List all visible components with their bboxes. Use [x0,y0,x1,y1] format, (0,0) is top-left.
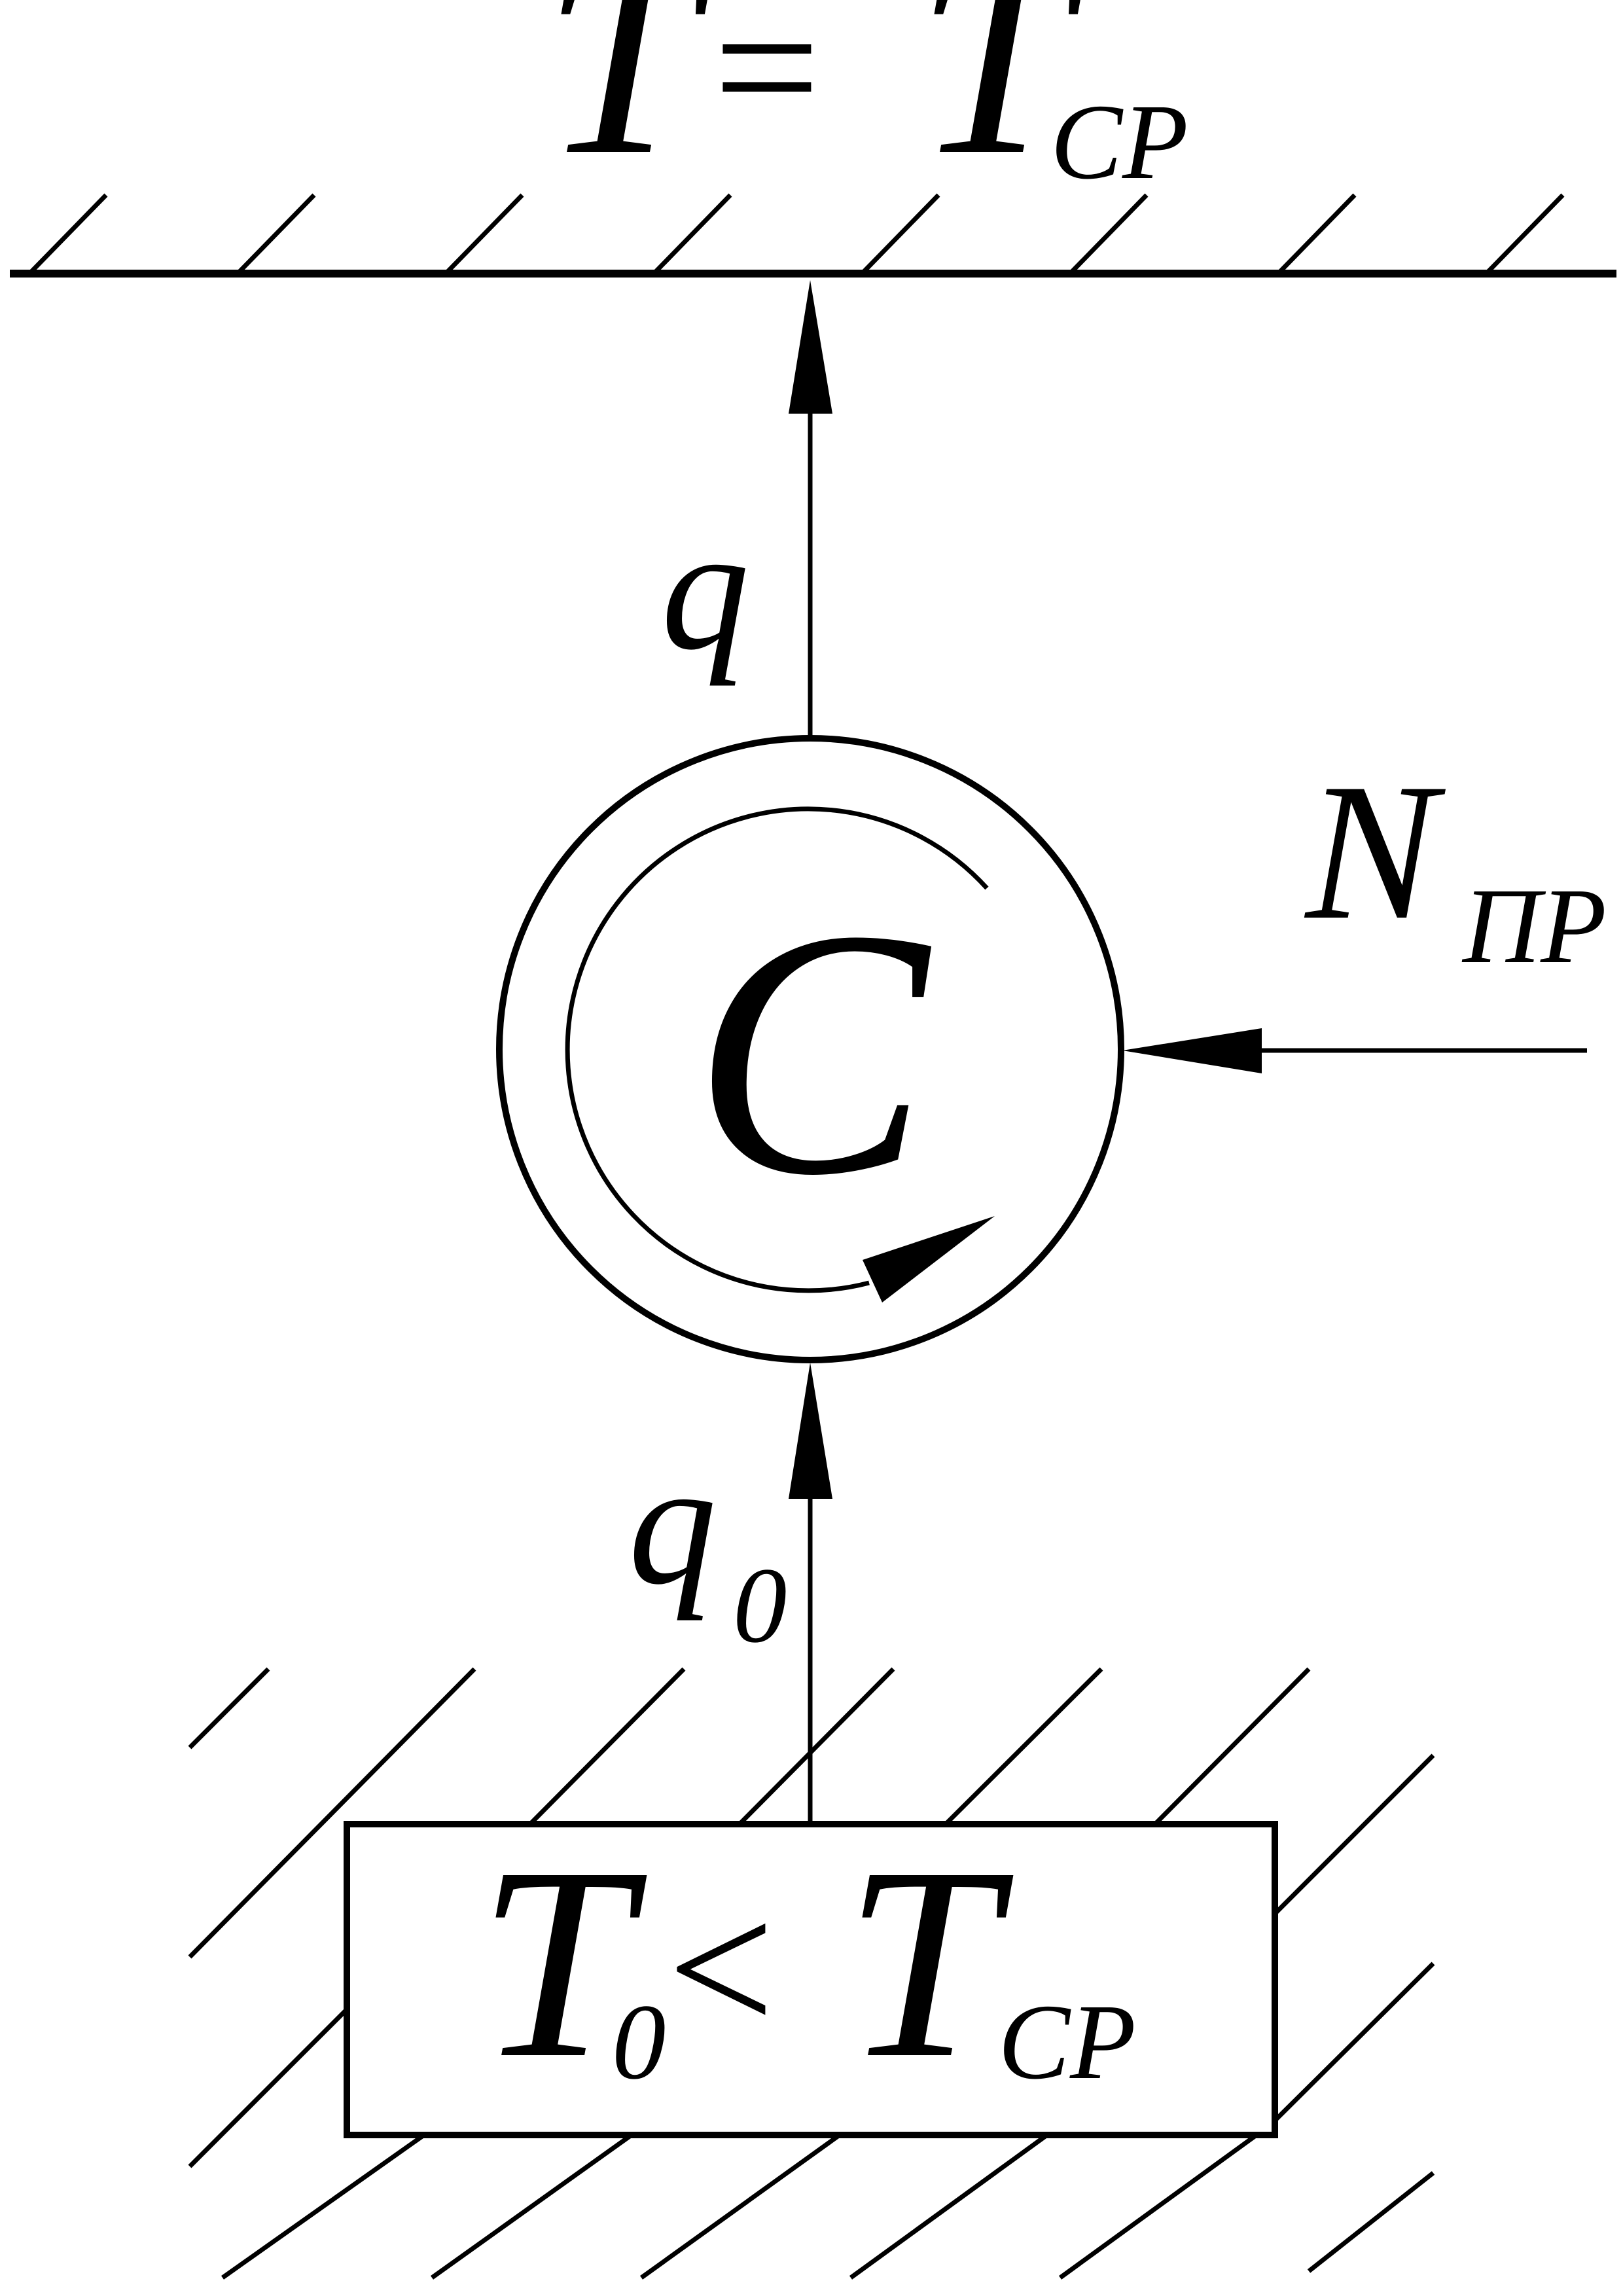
power-input-subscript: ПР [1461,866,1607,986]
bottom-tcp-symbol: T [844,1810,1016,2115]
top-equals-sign: = [713,0,821,172]
top-tcp-symbol: T [916,0,1088,211]
top-tcp-subscript: CP [1050,82,1188,202]
power-input-label: N ПР [1302,743,1607,986]
power-input-symbol: N [1302,743,1446,960]
cold-source-box [344,1821,1278,2138]
heat-flow-out-arrow [789,280,832,736]
heat-flow-out-arrowhead [789,280,832,414]
system-outer-circle [496,735,1124,1363]
top-wall [10,193,1616,278]
system-node: C [496,735,1124,1363]
bottom-less-than-sign: < [668,1863,775,2073]
power-input-arrow [1122,1028,1587,1073]
heat-flow-in-arrow [789,1363,832,1824]
bottom-tcp-subscript: CP [998,1982,1136,2102]
heat-flow-out-label: q [661,491,749,687]
bottom-condition-label: T 0 < T CP [478,1810,1136,2115]
top-condition-label: T = T CP [543,0,1188,211]
bottom-hatching [188,1667,1435,2280]
heat-flow-in-symbol: q [628,1426,717,1621]
cycle-direction-arrowhead [863,1216,995,1302]
bottom-t0-symbol: T [478,1810,650,2115]
system-label: C [692,857,935,1248]
heat-flow-in-label: q 0 [628,1426,787,1665]
power-input-arrowhead [1122,1028,1262,1073]
cycle-direction-arc [565,806,989,1293]
bottom-t0-subscript: 0 [612,1982,666,2102]
heat-flow-in-arrowhead [789,1363,832,1499]
top-wall-hatching [27,193,1565,276]
top-t-symbol: T [543,0,715,211]
heat-flow-in-subscript: 0 [733,1545,787,1665]
